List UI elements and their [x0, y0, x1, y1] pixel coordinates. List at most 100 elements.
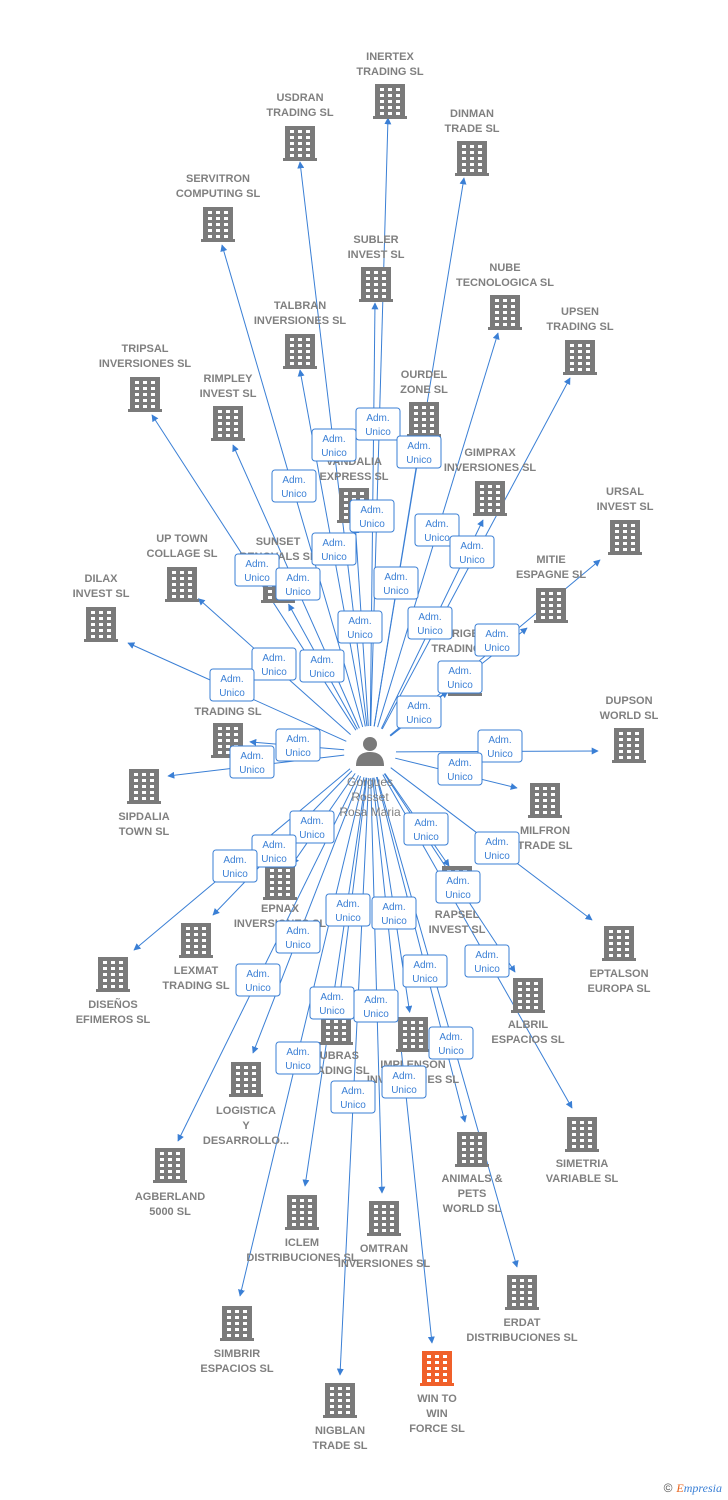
edge-label-nube[interactable]: Adm.Unico — [414, 513, 460, 547]
edge-label-dilax[interactable]: Adm.Unico — [209, 668, 255, 702]
edge-label-gimprax[interactable]: Adm.Unico — [407, 606, 453, 640]
edge-label-line: Adm. — [488, 735, 511, 746]
edge-label-sunset[interactable]: Adm.Unico — [299, 649, 345, 683]
edge-label-tesla[interactable]: Adm.Unico — [275, 728, 321, 762]
building-window — [543, 799, 547, 802]
node-label-line: AGBERLAND — [135, 1191, 205, 1203]
edge-label-eptalson[interactable]: Adm.Unico — [474, 831, 520, 865]
edge-label-dinman[interactable]: Adm.Unico — [396, 435, 442, 469]
edge-label-line: Unico — [487, 749, 513, 760]
building-window — [518, 1000, 522, 1003]
edge-label-ursal[interactable]: Adm.Unico — [474, 623, 520, 657]
brand-logo[interactable]: Empresia — [676, 1481, 722, 1495]
building-window — [142, 797, 146, 800]
edge-label-erdat[interactable]: Adm.Unico — [428, 1026, 474, 1060]
edge-label-lubras[interactable]: Adm.Unico — [275, 920, 321, 954]
edge-label-simbrir[interactable]: Adm.Unico — [309, 986, 355, 1020]
edge-label-line: Unico — [447, 680, 473, 691]
node-label-line: OURDEL — [401, 369, 448, 381]
edge-label-ourdel[interactable]: Adm.Unico — [373, 566, 419, 600]
building-window — [308, 1205, 312, 1208]
edge-label-mitie[interactable]: Adm.Unico — [437, 660, 483, 694]
edge-label-sipdalia[interactable]: Adm.Unico — [229, 745, 275, 779]
edge-label-lexmat[interactable]: Adm.Unico — [251, 834, 297, 868]
edge-label-agberland[interactable]: Adm.Unico — [235, 963, 281, 997]
edge-label-iclem[interactable]: Adm.Unico — [275, 1041, 321, 1075]
edge-label-logistica[interactable]: Adm.Unico — [325, 893, 371, 927]
node-label-line: WORLD SL — [443, 1203, 502, 1215]
edge-label-implenson[interactable]: Adm.Unico — [371, 896, 417, 930]
edge-label-nigblan[interactable]: Adm.Unico — [330, 1080, 376, 1114]
edge-label-subler[interactable]: Adm.Unico — [349, 499, 395, 533]
edge-label-dupson[interactable]: Adm. Unico — [477, 729, 523, 763]
building-window — [617, 942, 621, 945]
building-icon — [359, 267, 393, 302]
edge-label-tripsal[interactable]: Adm.Unico — [234, 553, 280, 587]
edge-label-inertex[interactable]: Adm.Unico — [355, 407, 401, 441]
edge-label-rimpley[interactable]: Adm.Unico — [275, 567, 321, 601]
edge-label-epnax[interactable]: Adm.Unico — [289, 810, 335, 844]
building-window — [243, 1316, 247, 1319]
edge-label-wintowin[interactable]: Adm.Unico — [381, 1065, 427, 1099]
edge-label-talbran[interactable]: Adm.Unico — [311, 532, 357, 566]
edge-label-milfron[interactable]: Adm.Unico — [437, 752, 483, 786]
building-window — [226, 428, 230, 431]
edge-label-vandalia[interactable]: Adm.Unico — [337, 610, 383, 644]
edge-label-origen[interactable]: Adm.Unico — [396, 695, 442, 729]
building-window — [202, 933, 206, 936]
edge-label-disenos[interactable]: Adm.Unico — [212, 849, 258, 883]
building-window — [430, 406, 434, 409]
building-window — [300, 1205, 304, 1208]
copyright-notice: ©Empresia — [664, 1481, 722, 1496]
building-window — [270, 875, 274, 878]
edge-label-omtran[interactable]: Adm.Unico — [353, 989, 399, 1023]
edge-label-animals[interactable]: Adm.Unico — [402, 954, 448, 988]
building-base — [373, 116, 407, 119]
edge-label-upsen[interactable]: Adm.Unico — [449, 535, 495, 569]
edge-label-rapsel[interactable]: Adm.Unico — [403, 812, 449, 846]
edge-label-uptown[interactable]: Adm.Unico — [251, 647, 297, 681]
edge-label-albril[interactable]: Adm.Unico — [435, 870, 481, 904]
edge-label-line: Unico — [381, 916, 407, 927]
edge-label-text: Adm.Unico — [484, 629, 510, 654]
edge-label-simetria[interactable]: Adm.Unico — [464, 944, 510, 978]
edge-label-servitron[interactable]: Adm.Unico — [271, 469, 317, 503]
edge-label-line: Unico — [412, 974, 438, 985]
edge-label-usdran[interactable]: Adm.Unico — [311, 428, 357, 462]
